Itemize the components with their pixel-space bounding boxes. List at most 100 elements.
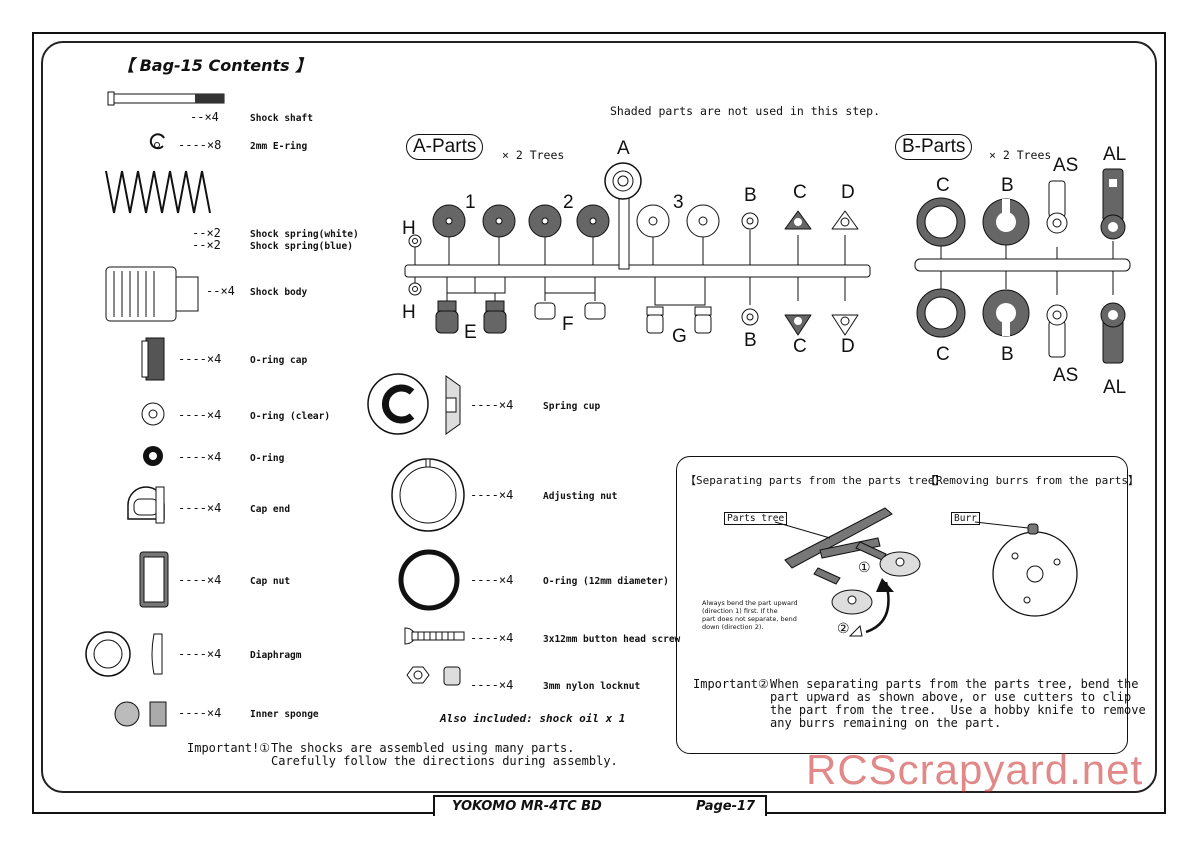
watermark: RCScrapyard.net xyxy=(806,746,1144,793)
b-parts-tree-diagram xyxy=(914,168,1131,364)
locknut-label: 3mm nylon locknut xyxy=(543,681,641,692)
diaphragm-icon xyxy=(85,631,163,677)
footer-model: YOKOMO MR-4TC BD xyxy=(452,799,602,814)
important-2-line-1: When separating parts from the parts tre… xyxy=(770,677,1139,691)
o-ring-12mm-qty: ----×4 xyxy=(470,573,514,587)
important-2-text: When separating parts from the parts tre… xyxy=(770,678,1146,730)
important-2-line-4: any burrs remaining on the part. xyxy=(770,716,1002,730)
bend-note-line-2: (direction 1) first. If the xyxy=(702,607,778,615)
page-title: 【 Bag-15 Contents 】 xyxy=(118,56,312,75)
a-letter-D-top: D xyxy=(841,182,855,203)
a-letter-H-top: H xyxy=(402,218,416,239)
screw-qty: ----×4 xyxy=(470,631,514,645)
a-letter-C-bottom: C xyxy=(793,336,807,357)
spring-blue-qty: --×2 xyxy=(192,238,221,252)
inner-sponge-icon xyxy=(114,701,167,727)
spring-cup-qty: ----×4 xyxy=(470,398,514,412)
footer-page-number: Page-17 xyxy=(696,799,756,814)
locknut-qty: ----×4 xyxy=(470,678,514,692)
burr-tag: Burr xyxy=(951,512,980,525)
left-parts-illustrations xyxy=(105,91,225,608)
adjusting-nut-qty: ----×4 xyxy=(470,488,514,502)
b-letter-B-bottom: B xyxy=(1001,344,1014,365)
screw-label: 3x12mm button head screw xyxy=(543,634,681,645)
a-letter-H-bottom: H xyxy=(402,302,416,323)
bend-note-line-4: down (direction 2). xyxy=(702,623,764,631)
cap-nut-icon xyxy=(139,551,169,608)
a-letter-2: 2 xyxy=(563,192,574,213)
o-ring-icon xyxy=(143,446,163,466)
shock-shaft-qty: --×4 xyxy=(190,110,219,124)
spring-cup-label: Spring cup xyxy=(543,401,601,412)
shock-shaft-label: Shock shaft xyxy=(250,113,313,124)
e-ring-qty: ----×8 xyxy=(178,138,222,152)
a-letter-3: 3 xyxy=(673,192,684,213)
o-ring-label: O-ring xyxy=(250,453,285,464)
cap-nut-qty: ----×4 xyxy=(178,573,222,587)
e-ring-label: 2mm E-ring xyxy=(250,141,308,152)
diaphragm-qty: ----×4 xyxy=(178,647,222,661)
shock-shaft-icon xyxy=(107,91,225,106)
o-ring-12mm-icon xyxy=(398,549,460,611)
shaded-note: Shaded parts are not used in this step. xyxy=(610,104,881,118)
important-2-line-2: part upward as shown above, or use cutte… xyxy=(770,690,1132,704)
circled-2: ② xyxy=(837,621,850,637)
cap-end-icon xyxy=(127,486,165,524)
e-ring-icon xyxy=(149,133,165,150)
footer-box xyxy=(433,795,767,816)
bend-note-line-1: Always bend the part upward xyxy=(702,599,798,607)
adjusting-nut-label: Adjusting nut xyxy=(543,491,618,502)
b-letter-AS-top: AS xyxy=(1053,155,1079,176)
o-ring-cap-label: O-ring cap xyxy=(250,355,308,366)
shock-body-icon xyxy=(105,266,199,322)
shock-spring-icon xyxy=(105,170,211,214)
inner-sponge-qty: ----×4 xyxy=(178,706,222,720)
o-ring-12mm-label: O-ring (12mm diameter) xyxy=(543,576,669,587)
o-ring-cap-icon xyxy=(141,337,165,381)
cap-end-qty: ----×4 xyxy=(178,501,222,515)
page-inner-frame xyxy=(41,41,1157,793)
adjusting-nut-icon xyxy=(391,458,465,532)
burrs-title: 【Removing burrs from the parts】 xyxy=(925,474,1140,487)
a-letter-F: F xyxy=(562,314,574,335)
b-parts-trees: × 2 Trees xyxy=(989,148,1052,162)
a-parts-trees: × 2 Trees xyxy=(502,148,565,162)
b-letter-AL-top: AL xyxy=(1103,144,1127,165)
important-1-label: Important!① xyxy=(187,741,271,755)
button-head-screw-icon xyxy=(404,627,465,645)
separating-title: 【Separating parts from the parts tree】 xyxy=(685,474,946,487)
bend-note-line-3: part does not separate, bend xyxy=(702,615,797,623)
diaphragm-sponge-illustrations xyxy=(85,631,167,727)
nylon-locknut-icon xyxy=(406,666,461,686)
important-1-line-2: Carefully follow the directions during a… xyxy=(271,754,618,768)
a-letter-B-top: B xyxy=(744,185,757,206)
a-letter-E: E xyxy=(464,322,477,343)
parts-tree-tag: Parts tree xyxy=(724,512,788,525)
cap-nut-label: Cap nut xyxy=(250,576,291,587)
a-parts-tree-diagram xyxy=(404,162,871,336)
a-letter-B-bottom: B xyxy=(744,330,757,351)
spring-cup-icon xyxy=(367,373,461,435)
shock-body-label: Shock body xyxy=(250,287,308,298)
a-letter-A: A xyxy=(617,138,630,159)
o-ring-clear-qty: ----×4 xyxy=(178,408,222,422)
also-included: Also included: shock oil x 1 xyxy=(440,712,626,725)
middle-parts-illustrations xyxy=(367,373,465,686)
circled-1: ① xyxy=(858,560,871,576)
diaphragm-label: Diaphragm xyxy=(250,650,302,661)
spring-blue-label: Shock spring(blue) xyxy=(250,241,353,252)
important-1-text: The shocks are assembled using many part… xyxy=(271,742,618,768)
a-letter-D-bottom: D xyxy=(841,336,855,357)
b-letter-AL-bottom: AL xyxy=(1103,377,1127,398)
b-letter-C-bottom: C xyxy=(936,344,950,365)
important-2-label: Important② xyxy=(693,677,769,691)
bend-note: Always bend the part upward (direction 1… xyxy=(702,599,798,631)
important-2-line-3: the part from the tree. Use a hobby knif… xyxy=(770,703,1146,717)
separating-instructions-box xyxy=(676,456,1128,754)
a-parts-label: A-Parts xyxy=(406,134,484,160)
o-ring-clear-icon xyxy=(141,402,165,426)
b-letter-B-top: B xyxy=(1001,175,1014,196)
a-letter-1: 1 xyxy=(465,192,476,213)
shock-body-qty: --×4 xyxy=(206,284,235,298)
o-ring-cap-qty: ----×4 xyxy=(178,352,222,366)
